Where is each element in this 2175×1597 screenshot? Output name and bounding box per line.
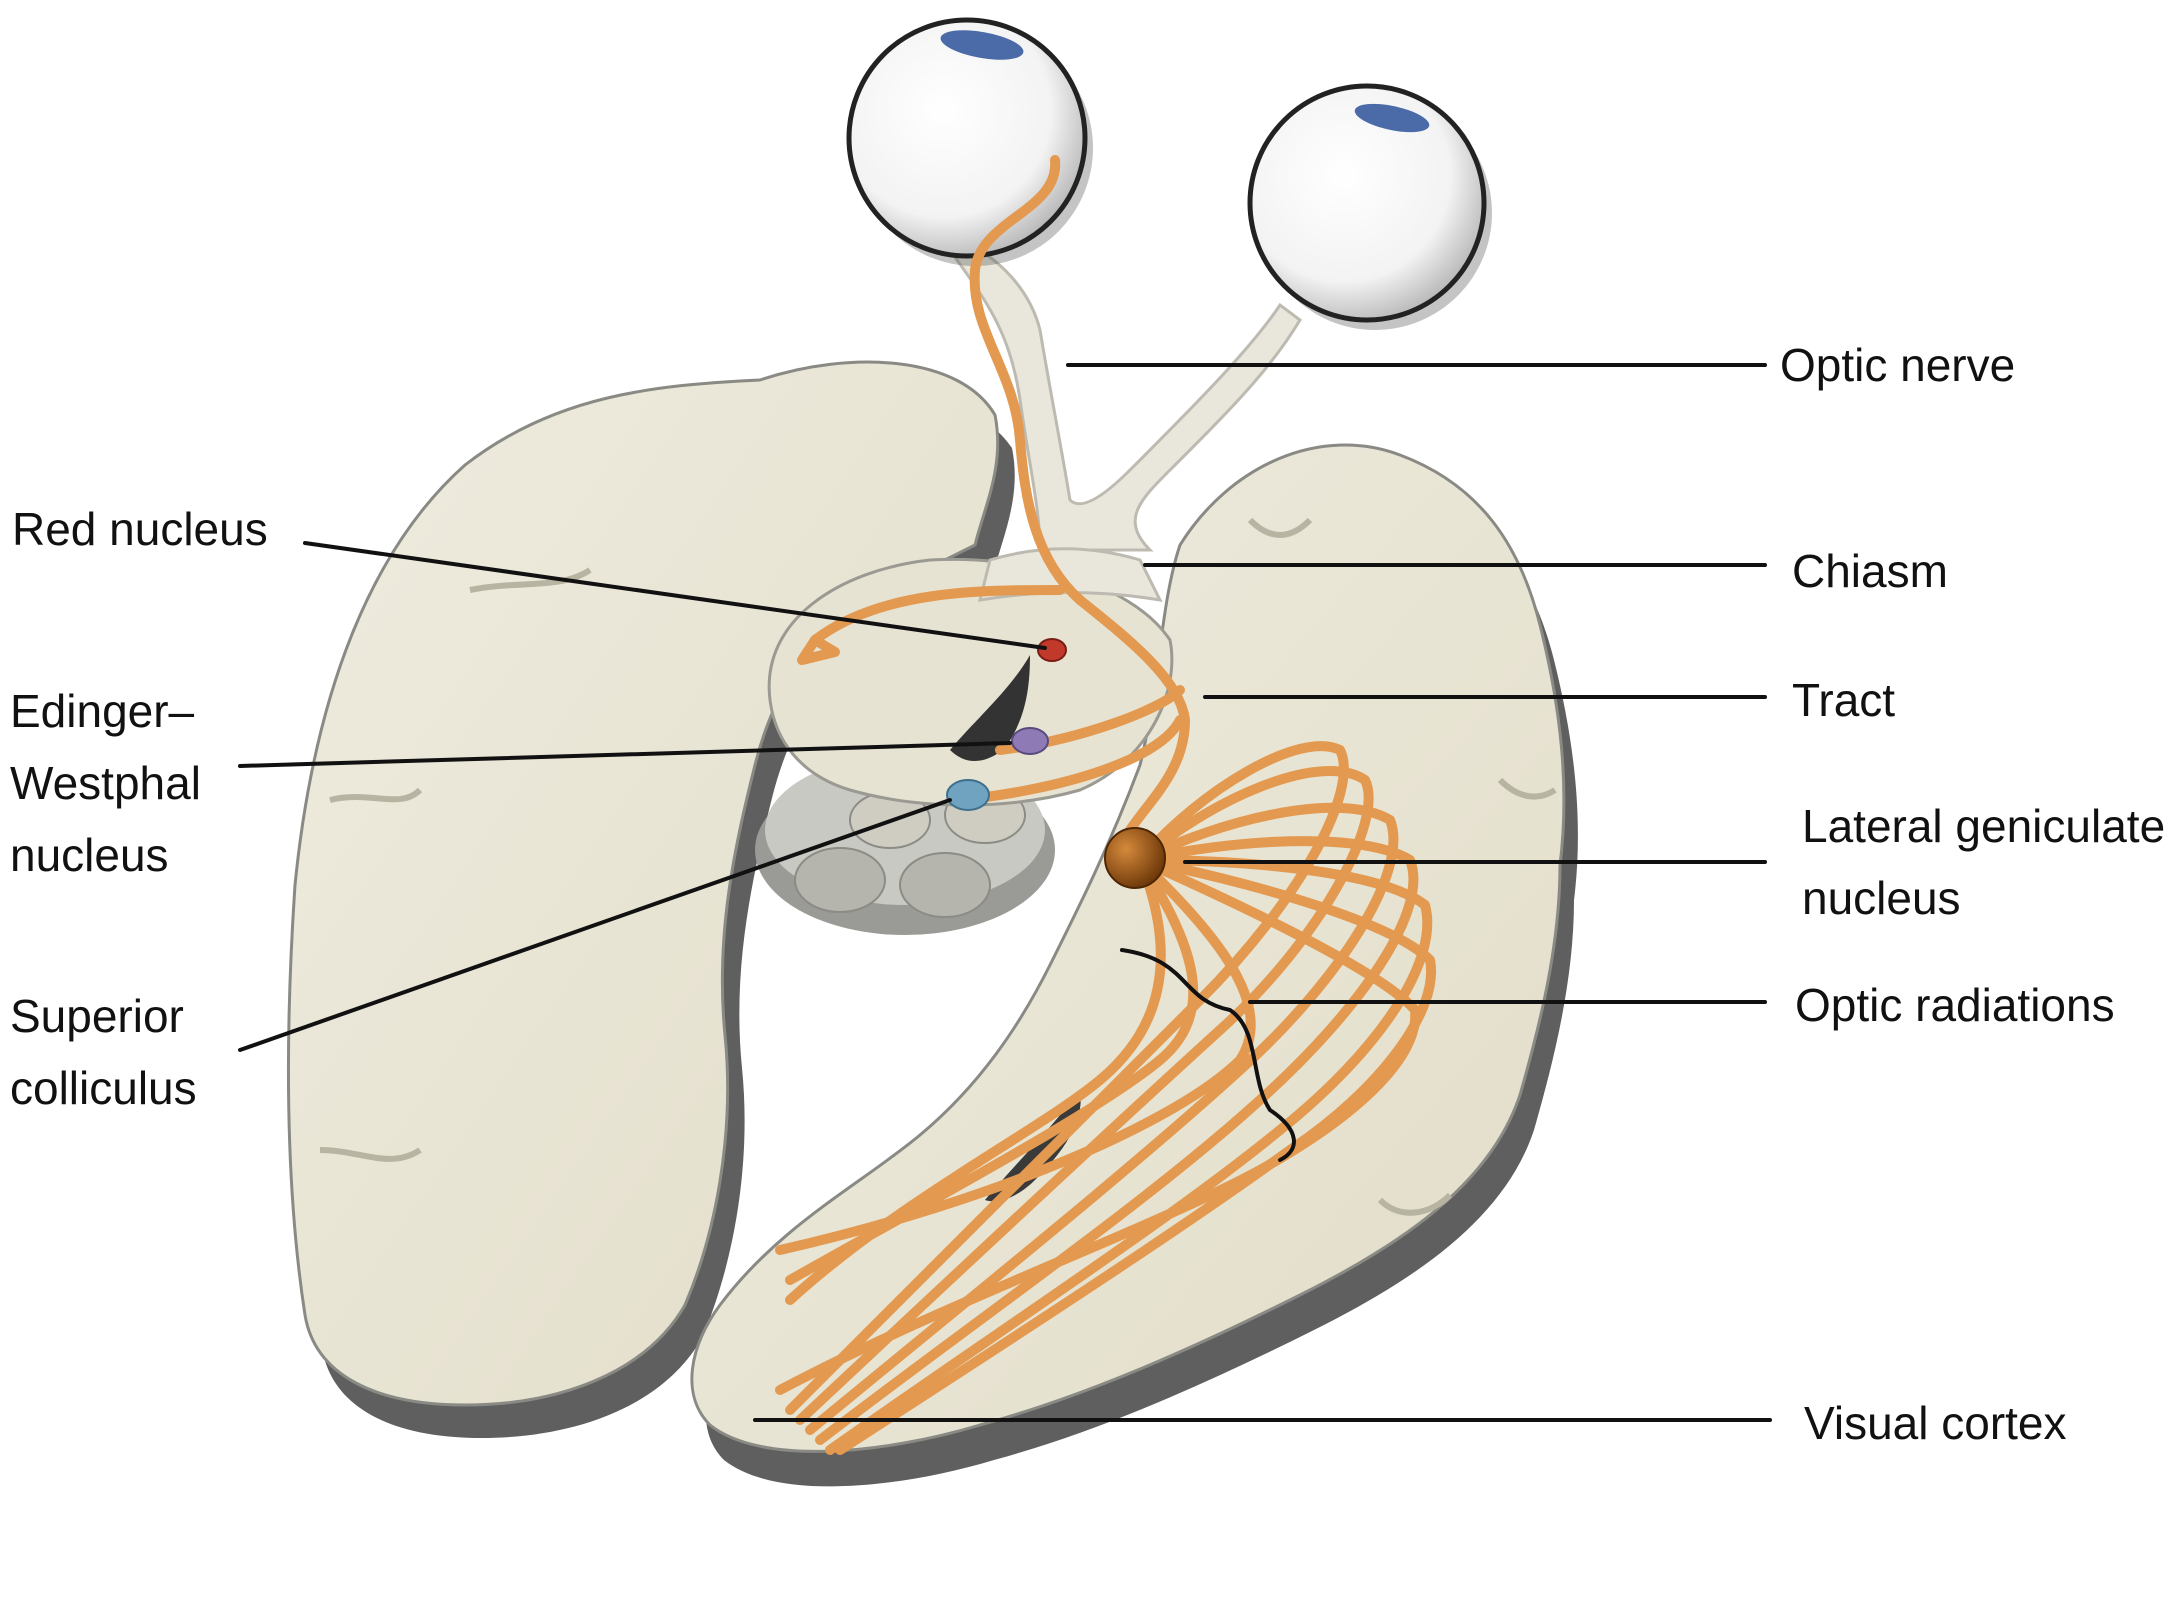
label-optic-radiations: Optic radiations [1795,979,2115,1031]
third-ventricle [950,655,1030,762]
leader-lines [238,363,1772,1422]
edinger-westphal-marker [1011,727,1049,755]
red-nucleus-marker [1037,638,1067,662]
label-lateral-geniculate-nucleus: Lateral geniculate nucleus [1802,800,2166,924]
left-eye [846,17,1093,266]
lateral-ventricle-slit [985,1090,1081,1202]
right-pupil [1354,103,1430,133]
label-tract: Tract [1792,674,1896,726]
lateral-geniculate-marker [1104,827,1166,889]
label-superior-colliculus: Superior colliculus [10,990,197,1114]
optic-radiation-fibers [775,741,1437,1455]
right-eye [1247,83,1492,330]
label-red-nucleus: Red nucleus [12,503,268,555]
label-optic-nerve: Optic nerve [1780,339,2016,391]
label-chiasm: Chiasm [1792,545,1948,597]
left-pupil [940,30,1024,60]
superior-colliculus-marker [946,779,990,811]
label-edinger-westphal-nucleus: Edinger– Westphal nucleus [10,685,201,881]
label-visual-cortex: Visual cortex [1804,1397,2067,1449]
